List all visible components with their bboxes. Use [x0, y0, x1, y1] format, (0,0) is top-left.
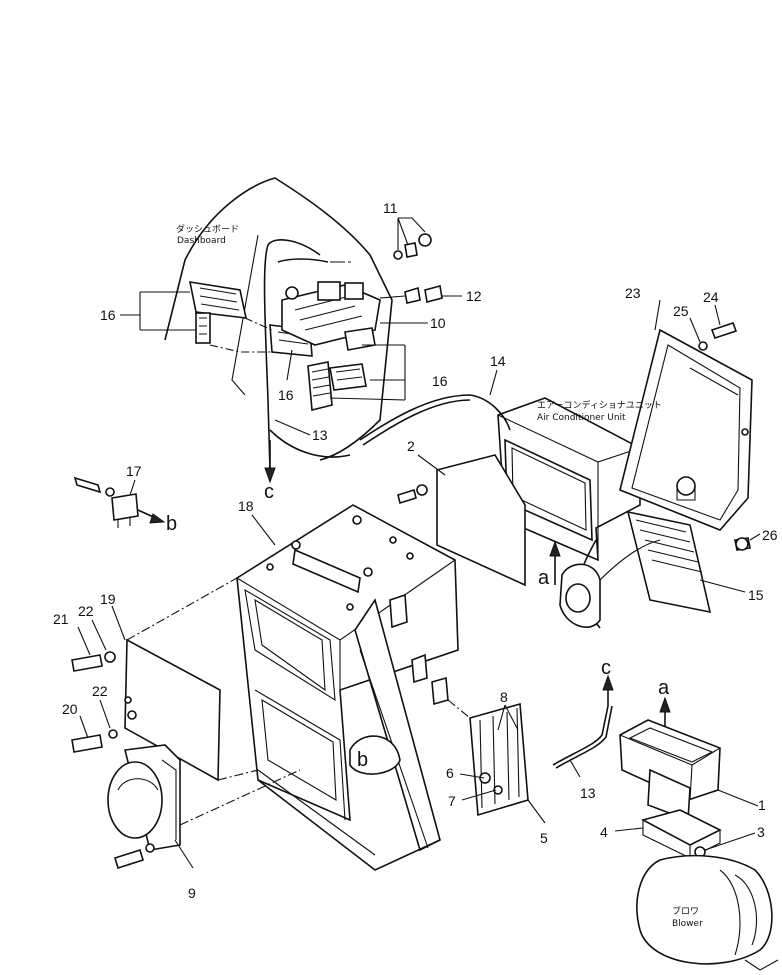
connector-a-ac: a	[538, 567, 550, 589]
callout-14: 14	[490, 353, 506, 369]
callout-8: 8	[500, 689, 508, 705]
callout-16-right: 16	[432, 373, 448, 389]
ac-unit-label-jp: エアーコンディショナユニット	[537, 399, 662, 411]
callout-24: 24	[703, 289, 719, 305]
callout-13-bottom: 13	[580, 785, 596, 801]
callout-15: 15	[748, 587, 764, 603]
callout-6: 6	[446, 765, 454, 781]
connector-a-blower: a	[658, 677, 670, 699]
connector-c-dashboard: c	[264, 481, 274, 503]
blower-assembly	[619, 696, 779, 971]
callout-9: 9	[188, 885, 196, 901]
leader-lines	[77, 217, 761, 869]
air-conditioner-unit	[359, 321, 753, 629]
callout-7: 7	[448, 793, 456, 809]
callout-22-top: 22	[78, 603, 94, 619]
connector-c-bracket: c	[601, 657, 611, 679]
callout-20: 20	[62, 701, 78, 717]
left-fasteners	[71, 476, 301, 870]
connector-b-switch: b	[166, 513, 177, 535]
callout-25: 25	[673, 303, 689, 319]
ac-unit-label-en: Air Conditioner Unit	[537, 413, 626, 423]
callout-2: 2	[407, 438, 415, 454]
callout-16-middle: 16	[278, 387, 294, 403]
callout-1: 1	[758, 797, 766, 813]
callout-13-top: 13	[312, 427, 328, 443]
callout-3: 3	[757, 824, 765, 840]
callout-10: 10	[430, 315, 446, 331]
callout-19: 19	[100, 591, 116, 607]
callout-17: 17	[126, 463, 142, 479]
callout-21: 21	[53, 611, 69, 627]
connector-b-frame: b	[357, 749, 368, 771]
dashboard-label-jp: ダッシュボード	[176, 223, 239, 235]
blower-label-jp: ブロワ	[672, 905, 699, 917]
dashboard-assembly	[164, 177, 443, 484]
dashboard-label-en: Dashboard	[177, 236, 226, 246]
callout-4: 4	[600, 824, 608, 840]
bracket-assembly	[447, 674, 614, 817]
cab-frame	[124, 504, 459, 871]
callout-5: 5	[540, 830, 548, 846]
callout-26: 26	[762, 527, 778, 543]
callout-22-bottom: 22	[92, 683, 108, 699]
callout-18: 18	[238, 498, 254, 514]
blower-label-en: Blower	[672, 919, 703, 929]
callout-16-left: 16	[100, 307, 116, 323]
callout-11: 11	[383, 200, 398, 216]
callout-23: 23	[625, 285, 641, 301]
callout-12: 12	[466, 288, 482, 304]
text-labels: ダッシュボード Dashboard エアーコンディショナユニット Air Con…	[53, 200, 778, 929]
